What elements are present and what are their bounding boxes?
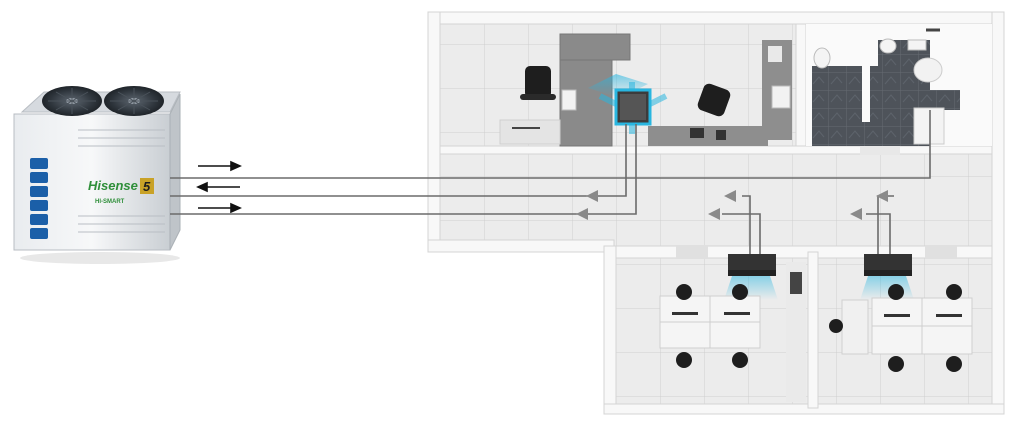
office-chair-icon xyxy=(946,356,962,372)
office-chair-icon xyxy=(732,284,748,300)
flow-direction-arrows xyxy=(198,162,240,212)
office-chair-icon xyxy=(888,284,904,300)
fan-icon xyxy=(42,86,102,116)
office-chair-icon xyxy=(676,284,692,300)
fan-icon xyxy=(104,86,164,116)
series-label: HI-SMART xyxy=(95,199,125,205)
outdoor-unit: Hisense 5 HI-SMART xyxy=(14,86,180,264)
brand-logo: Hisense xyxy=(88,178,138,193)
office-chair-icon xyxy=(520,66,556,100)
restroom xyxy=(806,24,992,146)
office-chair-icon xyxy=(946,284,962,300)
office-chair-icon xyxy=(888,356,904,372)
office-chair-icon xyxy=(829,319,843,333)
office-chair-icon xyxy=(732,352,748,368)
series-badge-text: 5 xyxy=(143,179,151,194)
office-chair-icon xyxy=(676,352,692,368)
